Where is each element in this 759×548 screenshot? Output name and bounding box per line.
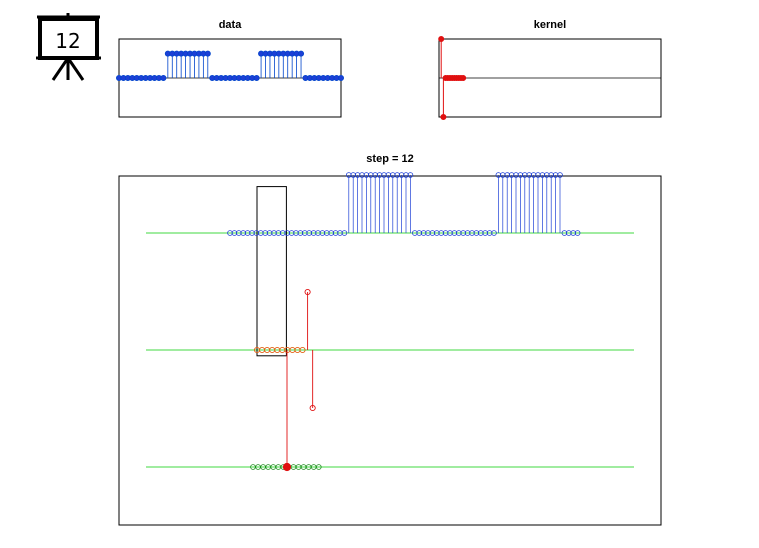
signal-point bbox=[394, 172, 401, 178]
signal-point bbox=[376, 172, 383, 178]
signal-point bbox=[249, 230, 255, 236]
signal-point bbox=[236, 230, 242, 236]
data-panel-title: data bbox=[219, 19, 243, 31]
window-kernel-point bbox=[309, 404, 316, 412]
data-point bbox=[337, 75, 344, 82]
signal-point bbox=[561, 230, 568, 236]
signal-point bbox=[451, 230, 458, 236]
product-point bbox=[315, 464, 322, 470]
signal-point bbox=[407, 172, 414, 178]
signal-point bbox=[385, 172, 392, 178]
signal-point bbox=[310, 230, 317, 236]
signal-point bbox=[517, 172, 524, 178]
step-panel-frame bbox=[118, 175, 662, 526]
data-point bbox=[160, 75, 167, 82]
signal-point bbox=[482, 230, 489, 236]
signal-point bbox=[240, 230, 247, 236]
signal-point bbox=[341, 230, 348, 236]
kernel-point bbox=[440, 114, 447, 121]
signal-point bbox=[425, 230, 431, 236]
signal-point bbox=[473, 230, 480, 236]
output-point bbox=[282, 462, 292, 472]
kernel-panel: kernel bbox=[438, 19, 662, 121]
signal-point bbox=[464, 230, 471, 236]
signal-point bbox=[447, 230, 453, 236]
signal-point bbox=[262, 230, 269, 236]
signal-point bbox=[381, 172, 387, 178]
step-badge: 12 bbox=[36, 13, 101, 81]
signal-point bbox=[574, 230, 581, 236]
signal-point bbox=[495, 172, 502, 178]
data-point bbox=[253, 75, 260, 82]
signal-point bbox=[491, 230, 497, 236]
signal-point bbox=[244, 230, 251, 236]
data-point bbox=[204, 50, 211, 57]
signal-point bbox=[288, 230, 295, 236]
signal-point bbox=[416, 230, 423, 236]
signal-point bbox=[526, 172, 532, 178]
window-kernel-point bbox=[299, 346, 306, 354]
kernel-point bbox=[438, 36, 445, 43]
signal-point bbox=[253, 230, 260, 236]
signal-point bbox=[328, 230, 335, 236]
signal-point bbox=[460, 230, 467, 236]
signal-point bbox=[297, 230, 304, 236]
signal-point bbox=[557, 172, 563, 178]
signal-point bbox=[420, 230, 427, 236]
presentation-board-icon bbox=[36, 13, 101, 81]
signal-point bbox=[504, 172, 511, 178]
signal-point bbox=[271, 230, 277, 236]
signal-point bbox=[227, 230, 233, 236]
signal-point bbox=[293, 230, 299, 236]
signal-point bbox=[306, 230, 313, 236]
data-stems bbox=[116, 50, 344, 82]
signal-point bbox=[319, 230, 326, 236]
step-panel: step = 12 bbox=[118, 153, 662, 526]
step-stems bbox=[146, 172, 634, 472]
signal-point bbox=[337, 230, 343, 236]
window-kernel-point bbox=[304, 288, 311, 296]
kernel-stems bbox=[438, 36, 661, 121]
signal-point bbox=[442, 230, 449, 236]
signal-point bbox=[275, 230, 282, 236]
signal-point bbox=[231, 230, 238, 236]
signal-point bbox=[469, 230, 475, 236]
signal-point bbox=[372, 172, 379, 178]
signal-point bbox=[508, 172, 515, 178]
signal-point bbox=[398, 172, 405, 178]
signal-point bbox=[403, 172, 409, 178]
sliding-window bbox=[256, 186, 287, 357]
kernel-point bbox=[460, 75, 467, 82]
signal-point bbox=[350, 172, 357, 178]
signal-point bbox=[486, 230, 493, 236]
step-panel-title: step = 12 bbox=[366, 153, 413, 165]
signal-point bbox=[363, 172, 370, 178]
signal-point bbox=[284, 230, 291, 236]
step-badge-label: 12 bbox=[55, 29, 80, 53]
signal-point bbox=[429, 230, 436, 236]
signal-point bbox=[315, 230, 321, 236]
signal-point bbox=[539, 172, 546, 178]
data-point bbox=[298, 50, 305, 57]
data-panel: data bbox=[116, 19, 344, 118]
signal-point bbox=[332, 230, 339, 236]
kernel-panel-title: kernel bbox=[534, 19, 566, 31]
signal-point bbox=[359, 172, 365, 178]
signal-point bbox=[570, 230, 576, 236]
signal-point bbox=[548, 172, 554, 178]
signal-point bbox=[266, 230, 273, 236]
signal-point bbox=[354, 172, 361, 178]
signal-point bbox=[438, 230, 445, 236]
